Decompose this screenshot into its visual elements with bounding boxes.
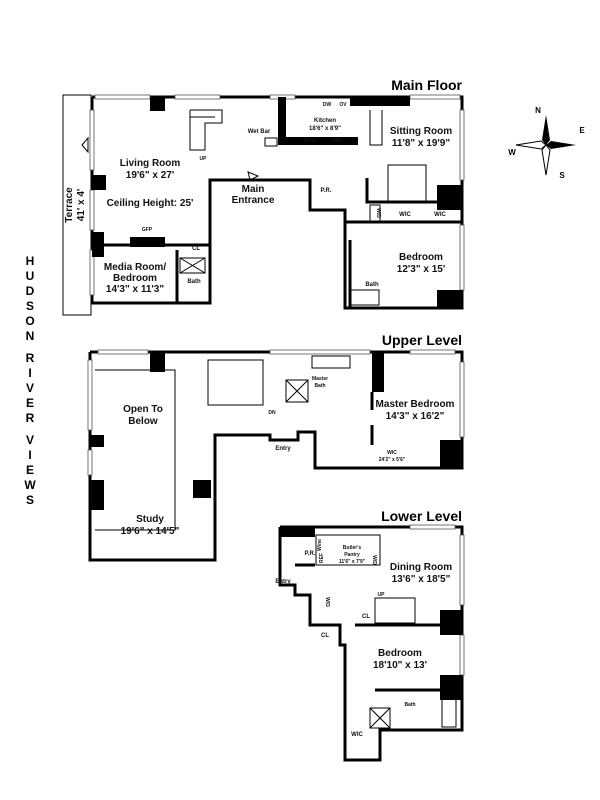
kitchen-dim: 18'6" x 8'9" xyxy=(309,126,341,132)
entry-label: Entry xyxy=(275,579,291,585)
upper-level-plan: Upper Level Open To Below Study 19'6" x … xyxy=(87,332,465,562)
master-bath-label-2: Bath xyxy=(314,383,325,389)
side-letter: H xyxy=(26,254,35,268)
lower-level-title: Lower Level xyxy=(381,508,462,524)
sitting-room-dim: 11'8" x 19'9" xyxy=(392,138,450,149)
oven-label: OV xyxy=(339,102,347,108)
open-to-below-label: Open To xyxy=(123,404,163,415)
side-letter: U xyxy=(26,269,35,283)
wic-label: WIC xyxy=(399,212,411,218)
washer-dryer-label-2: W/D xyxy=(324,597,330,607)
compass-e: E xyxy=(579,126,585,135)
living-room-dim: 19'6" x 27' xyxy=(126,170,174,181)
refrigerator-label: REF xyxy=(319,553,325,563)
stairs-up-label: UP xyxy=(200,156,208,162)
side-letter: I xyxy=(28,366,31,380)
media-bath-label: Bath xyxy=(187,279,201,285)
wic-label: WIC xyxy=(387,450,397,456)
bedroom-label: Bedroom xyxy=(399,252,443,263)
kitchen-label: Kitchen xyxy=(314,118,336,124)
washer-dryer-label: W/D xyxy=(371,555,377,565)
compass-w: W xyxy=(508,148,516,157)
media-room-dim: 14'3" x 11'3" xyxy=(106,284,164,295)
bath-label: Bath xyxy=(365,282,379,288)
side-letter: W xyxy=(24,478,36,492)
ceiling-height-label: Ceiling Height: 25' xyxy=(107,198,194,209)
main-floor-plan: Main Floor Terrace 41' x 4' xyxy=(62,77,465,316)
entry-label: Entry xyxy=(275,446,291,452)
compass-rose-icon: N S E W xyxy=(508,106,585,180)
butlers-pantry-label: Butler's xyxy=(343,545,362,551)
fireplace-label: GFP xyxy=(142,227,153,233)
side-letter: R xyxy=(26,411,35,425)
master-bath-label: Master xyxy=(312,376,328,382)
stairs-down-label: DN xyxy=(268,410,276,416)
master-bedroom-dim: 14'3" x 16'2" xyxy=(386,411,445,422)
hudson-river-views-label: H U D S O N R I V E R V I E W S xyxy=(24,254,36,507)
main-entrance-label-2: Entrance xyxy=(232,195,275,206)
master-bedroom-label: Master Bedroom xyxy=(376,399,455,410)
closet-label: CL xyxy=(362,614,370,620)
powder-room-label: P.R. xyxy=(305,551,316,557)
open-to-below-label-2: Below xyxy=(128,416,158,427)
dining-room-label: Dining Room xyxy=(390,562,452,573)
butlers-pantry-label-2: Pantry xyxy=(344,552,360,558)
wic-dim: 24'2" x 5'6" xyxy=(379,457,406,463)
bedroom-dim: 18'10" x 13' xyxy=(373,660,427,671)
compass-s: S xyxy=(559,171,565,180)
wine-label: Wine xyxy=(317,539,323,551)
wet-bar-label: Wet Bar xyxy=(248,129,271,135)
side-letter: S xyxy=(26,299,34,313)
refrigerator-label: REF xyxy=(332,138,342,144)
study-dim: 19'6" x 14'5" xyxy=(121,526,180,537)
main-entrance-label: Main xyxy=(242,184,265,195)
side-letter: E xyxy=(26,463,34,477)
closet-label-2: CL xyxy=(321,633,329,639)
bedroom-dim: 12'3" x 15' xyxy=(397,264,445,275)
study-label: Study xyxy=(136,514,164,525)
powder-room-label: P.R. xyxy=(321,188,332,194)
upper-level-title: Upper Level xyxy=(382,332,462,348)
side-letter: E xyxy=(26,396,34,410)
wic-label-2: WIC xyxy=(434,212,446,218)
wic-label: WIC xyxy=(351,732,363,738)
side-letter: V xyxy=(26,381,34,395)
side-letter: D xyxy=(26,284,35,298)
sitting-room-label: Sitting Room xyxy=(390,126,452,137)
lower-level-plan: Lower Level P.R. Wine REF Butler's Pantr… xyxy=(275,508,465,762)
side-letter: N xyxy=(26,329,35,343)
bath-label: Bath xyxy=(404,702,415,708)
main-floor-title: Main Floor xyxy=(391,77,462,93)
wine-label: Wine xyxy=(304,138,316,144)
compass-n: N xyxy=(535,106,541,115)
dining-room-dim: 13'6" x 18'5" xyxy=(392,574,451,585)
dishwasher-label: DW xyxy=(323,102,332,108)
side-letter: I xyxy=(28,448,31,462)
side-letter: V xyxy=(26,433,34,447)
living-room-label: Living Room xyxy=(120,158,181,169)
washer-dryer-label: W/D xyxy=(375,208,381,218)
media-room-label: Media Room/ xyxy=(104,262,166,273)
bedroom-label: Bedroom xyxy=(378,648,422,659)
butlers-pantry-dim: 11'6" x 7'9" xyxy=(339,559,366,565)
side-letter: S xyxy=(26,493,34,507)
side-letter: R xyxy=(26,351,35,365)
terrace-dim: 41' x 4' xyxy=(76,189,87,222)
side-letter: O xyxy=(25,314,34,328)
closet-label: CL xyxy=(192,246,200,252)
media-room-label-2: Bedroom xyxy=(113,273,157,284)
terrace-label: Terrace xyxy=(64,187,75,223)
stairs-up-label: UP xyxy=(378,592,386,598)
